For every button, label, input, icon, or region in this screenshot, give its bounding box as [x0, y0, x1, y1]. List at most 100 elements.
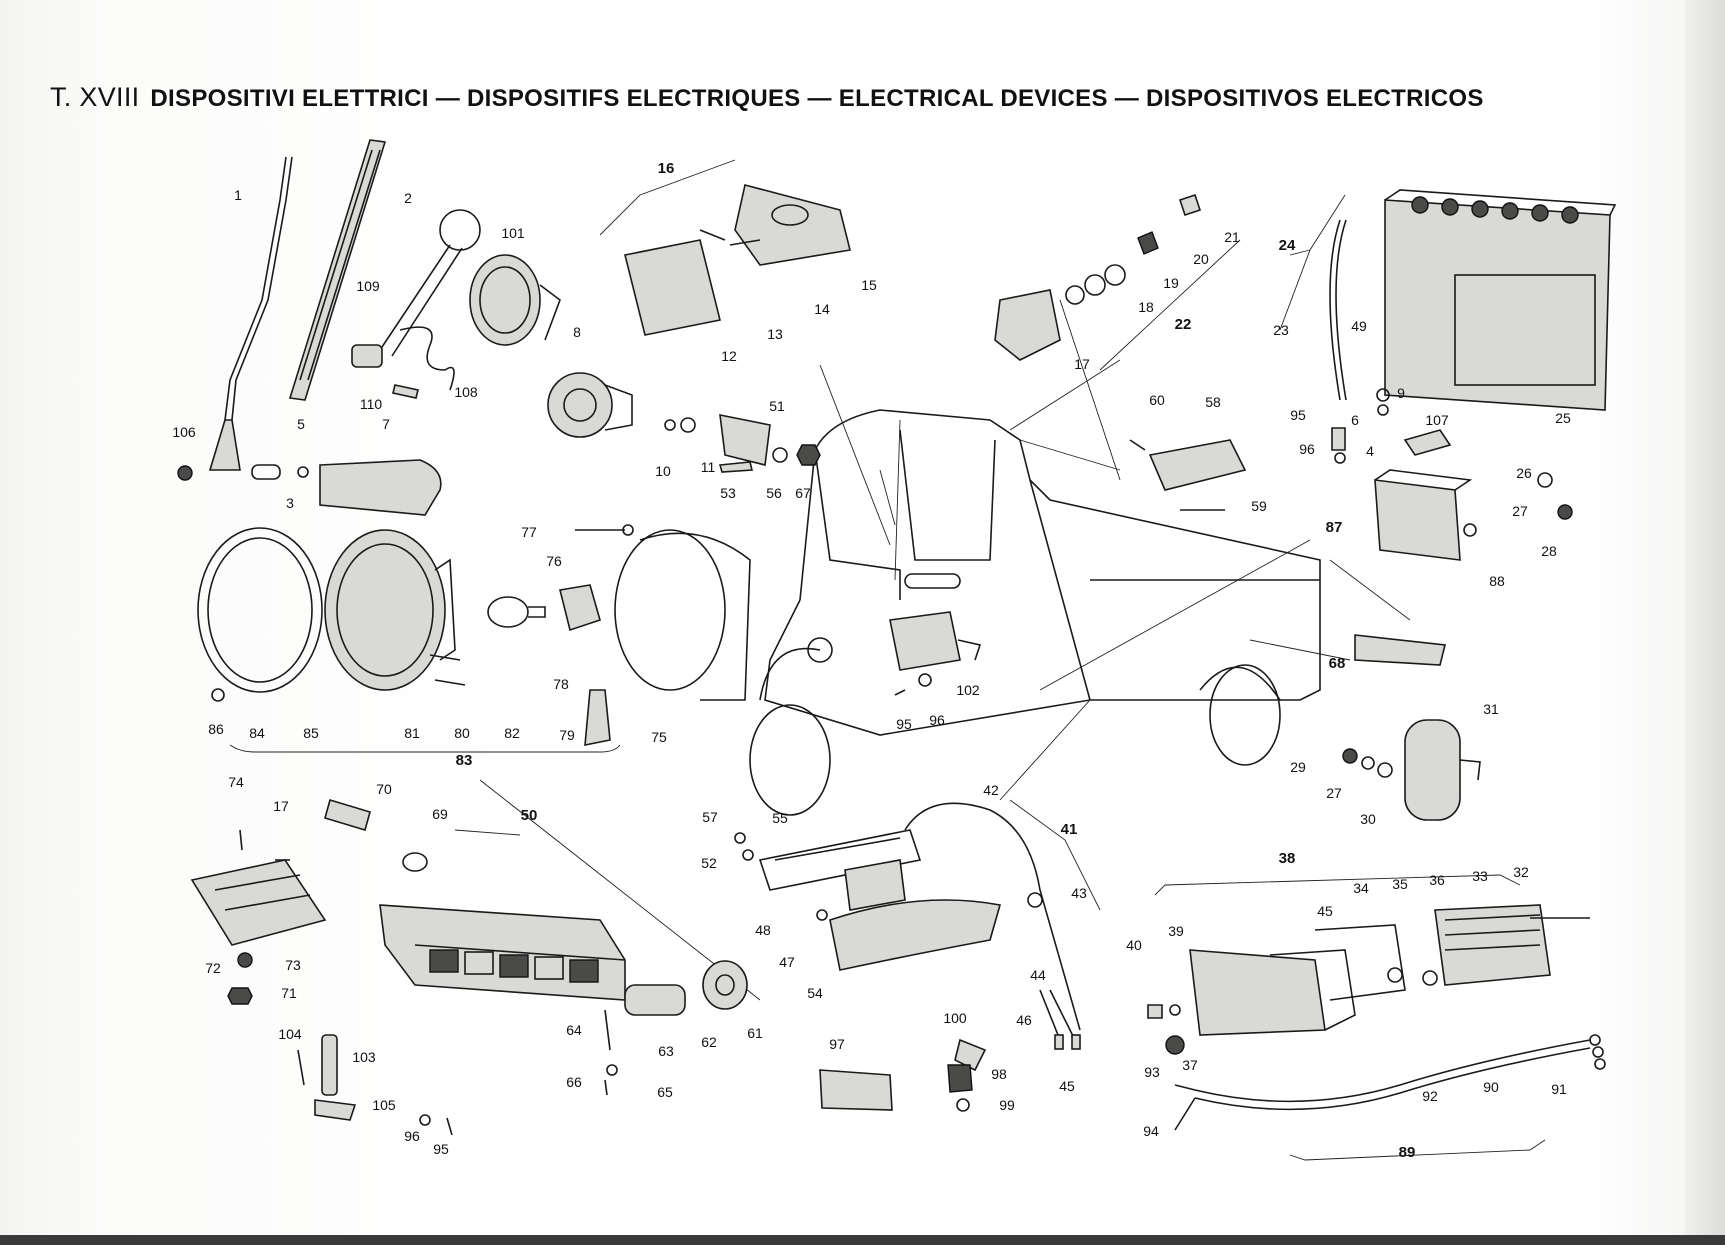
- callout-10: 10: [655, 463, 671, 479]
- callout-63: 63: [658, 1043, 674, 1059]
- callout-21: 21: [1224, 229, 1240, 245]
- callout-77: 77: [521, 524, 537, 540]
- callout-80: 80: [454, 725, 470, 741]
- callout-48: 48: [755, 922, 771, 938]
- callout-101: 101: [501, 225, 525, 241]
- callout-87: 87: [1326, 519, 1343, 536]
- callout-11: 11: [701, 459, 716, 475]
- callout-104: 104: [278, 1026, 302, 1042]
- callout-86: 86: [208, 721, 224, 737]
- callout-72: 72: [205, 960, 221, 976]
- vehicle-outline: [749, 409, 1321, 816]
- horn-part: [547, 372, 633, 438]
- callout-65: 65: [657, 1084, 673, 1100]
- assembly-leader-lines: [479, 299, 1411, 1001]
- fuse-box-72-part: [190, 829, 327, 1005]
- callout-2: 2: [404, 190, 412, 206]
- callout-31: 31: [1483, 701, 1499, 717]
- callout-69: 69: [432, 806, 448, 822]
- callout-93: 93: [1144, 1064, 1160, 1080]
- callout-30: 30: [1360, 811, 1376, 827]
- wiper-arm-part: [351, 209, 481, 399]
- relay-97-part: [819, 1038, 987, 1112]
- callout-105: 105: [372, 1097, 396, 1113]
- callout-43: 43: [1071, 885, 1087, 901]
- callout-46: 46: [1016, 1012, 1032, 1028]
- callout-58: 58: [1205, 394, 1221, 410]
- callout-18: 18: [1138, 299, 1154, 315]
- callout-85: 85: [303, 725, 319, 741]
- callout-32: 32: [1513, 864, 1529, 880]
- table-code: T. XVIII: [50, 82, 140, 112]
- callout-70: 70: [376, 781, 392, 797]
- callout-33: 33: [1472, 868, 1488, 884]
- callout-95: 95: [896, 716, 912, 732]
- callout-14: 14: [814, 301, 830, 317]
- callout-54: 54: [807, 985, 823, 1001]
- callout-103: 103: [352, 1049, 376, 1065]
- callout-38: 38: [1279, 850, 1296, 867]
- callout-34: 34: [1353, 880, 1369, 896]
- callout-79: 79: [559, 727, 575, 743]
- callout-24: 24: [1279, 237, 1296, 254]
- callout-60: 60: [1149, 392, 1165, 408]
- callout-3: 3: [286, 495, 294, 511]
- callout-5: 5: [297, 416, 305, 432]
- callout-75: 75: [651, 729, 667, 745]
- callout-66: 66: [566, 1074, 582, 1090]
- switch-103-part: [297, 1034, 453, 1136]
- callout-47: 47: [779, 954, 795, 970]
- callout-26: 26: [1516, 465, 1532, 481]
- sensor-70-part: [324, 798, 428, 872]
- callout-59: 59: [1251, 498, 1267, 514]
- callout-89: 89: [1399, 1144, 1416, 1161]
- side-lamp-part: [177, 459, 442, 516]
- callout-68: 68: [1329, 655, 1346, 672]
- callout-95: 95: [1290, 407, 1306, 423]
- callout-15: 15: [861, 277, 877, 293]
- flasher-68-part: [1354, 634, 1446, 666]
- callout-61: 61: [747, 1025, 763, 1041]
- licence-light-54-part: [734, 802, 1081, 1031]
- callout-102: 102: [956, 682, 980, 698]
- callout-107: 107: [1425, 412, 1449, 428]
- callout-106: 106: [172, 424, 196, 440]
- callout-90: 90: [1483, 1079, 1499, 1095]
- callout-99: 99: [999, 1097, 1015, 1113]
- callout-110: 110: [360, 396, 383, 412]
- antenna-part: [208, 156, 293, 471]
- callout-39: 39: [1168, 923, 1184, 939]
- battery-hardware: [1331, 388, 1573, 520]
- callout-37: 37: [1182, 1057, 1198, 1073]
- callout-41: 41: [1061, 821, 1078, 838]
- cover-101-part: [469, 254, 561, 346]
- wiper-blade-part: [288, 139, 387, 401]
- callout-35: 35: [1392, 876, 1408, 892]
- battery-part: [1279, 189, 1617, 411]
- callout-97: 97: [829, 1036, 845, 1052]
- callout-55: 55: [772, 810, 788, 826]
- callout-8: 8: [573, 324, 581, 340]
- callout-49: 49: [1351, 318, 1367, 334]
- page-edge-bottom: [0, 1235, 1725, 1245]
- callout-74: 74: [228, 774, 244, 790]
- callout-12: 12: [721, 348, 737, 364]
- callout-13: 13: [767, 326, 783, 342]
- wiring-harness-89-part: [1174, 1034, 1606, 1161]
- callout-45: 45: [1317, 903, 1333, 919]
- condenser-62-part: [604, 960, 748, 1096]
- callout-100: 100: [943, 1010, 967, 1026]
- callout-52: 52: [701, 855, 717, 871]
- voltage-regulator-87-part: [1374, 469, 1477, 561]
- callout-53: 53: [720, 485, 736, 501]
- callout-92: 92: [1422, 1088, 1438, 1104]
- callout-1: 1: [234, 187, 242, 203]
- callout-42: 42: [983, 782, 999, 798]
- callout-62: 62: [701, 1034, 717, 1050]
- callout-57: 57: [702, 809, 718, 825]
- callout-98: 98: [991, 1066, 1007, 1082]
- interior-light-58-part: [1129, 439, 1247, 511]
- callout-27: 27: [1512, 503, 1528, 519]
